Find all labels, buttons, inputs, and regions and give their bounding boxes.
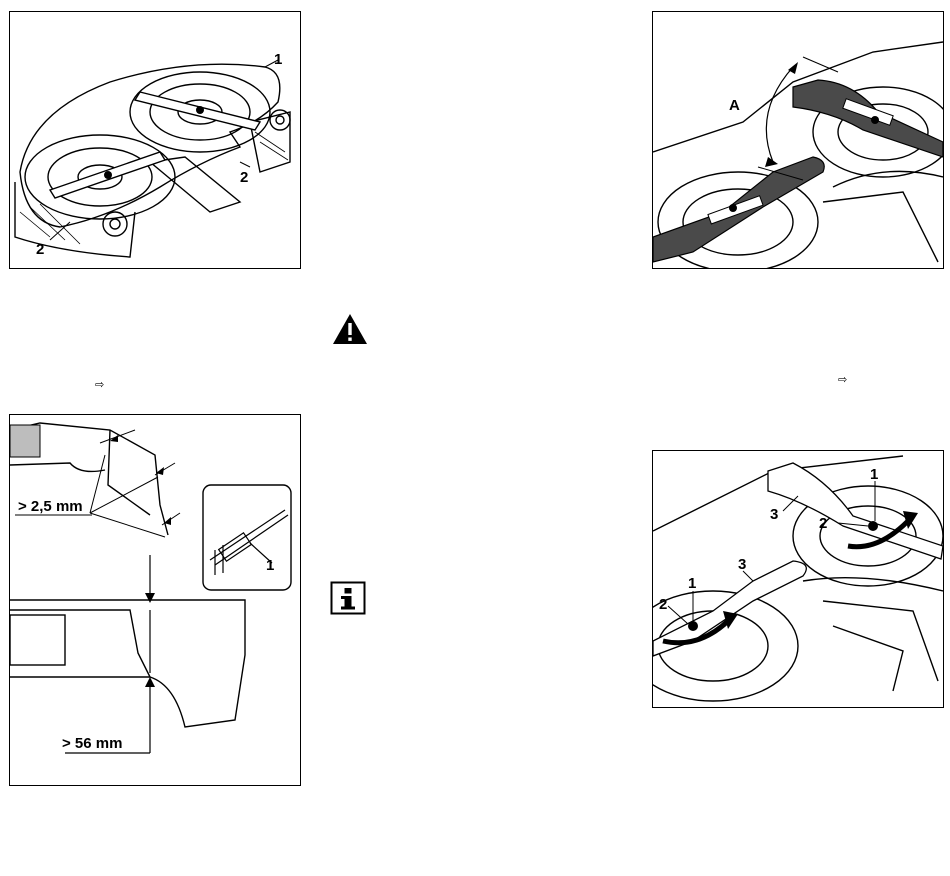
figure-blade-mounting: 1 2 3 1 2 3 [652,450,944,708]
warning-icon [332,313,368,345]
dimension-label-width: > 56 mm [62,735,122,752]
callout-1: 1 [274,51,282,68]
callout-1-left: 1 [688,575,696,592]
reference-arrow-left: ⇨ [95,379,104,390]
dimension-label-thickness: > 2,5 mm [18,498,83,515]
callout-1-caliper: 1 [266,557,274,574]
callout-3-right: 3 [770,506,778,523]
figure-blade-alignment: A [652,11,944,269]
callout-3-left: 3 [738,556,746,573]
callout-2-right: 2 [240,169,248,186]
callout-2-left: 2 [659,596,667,613]
blade-wear-illustration: > 2,5 mm > 56 mm 1 [10,415,300,785]
reference-arrow-right: ⇨ [838,374,847,385]
info-icon [330,581,366,615]
callout-2-right: 2 [819,515,827,532]
callout-2-left: 2 [36,241,44,258]
callout-1-right: 1 [870,466,878,483]
figure-blade-wear-limits: > 2,5 mm > 56 mm 1 [9,414,301,786]
figure-mower-deck-overview: 1 2 2 [9,11,301,269]
callout-a: A [729,97,740,114]
mower-deck-illustration: 1 2 2 [10,12,300,268]
blade-alignment-illustration: A [653,12,943,268]
blade-mounting-illustration: 1 2 3 1 2 3 [653,451,943,707]
